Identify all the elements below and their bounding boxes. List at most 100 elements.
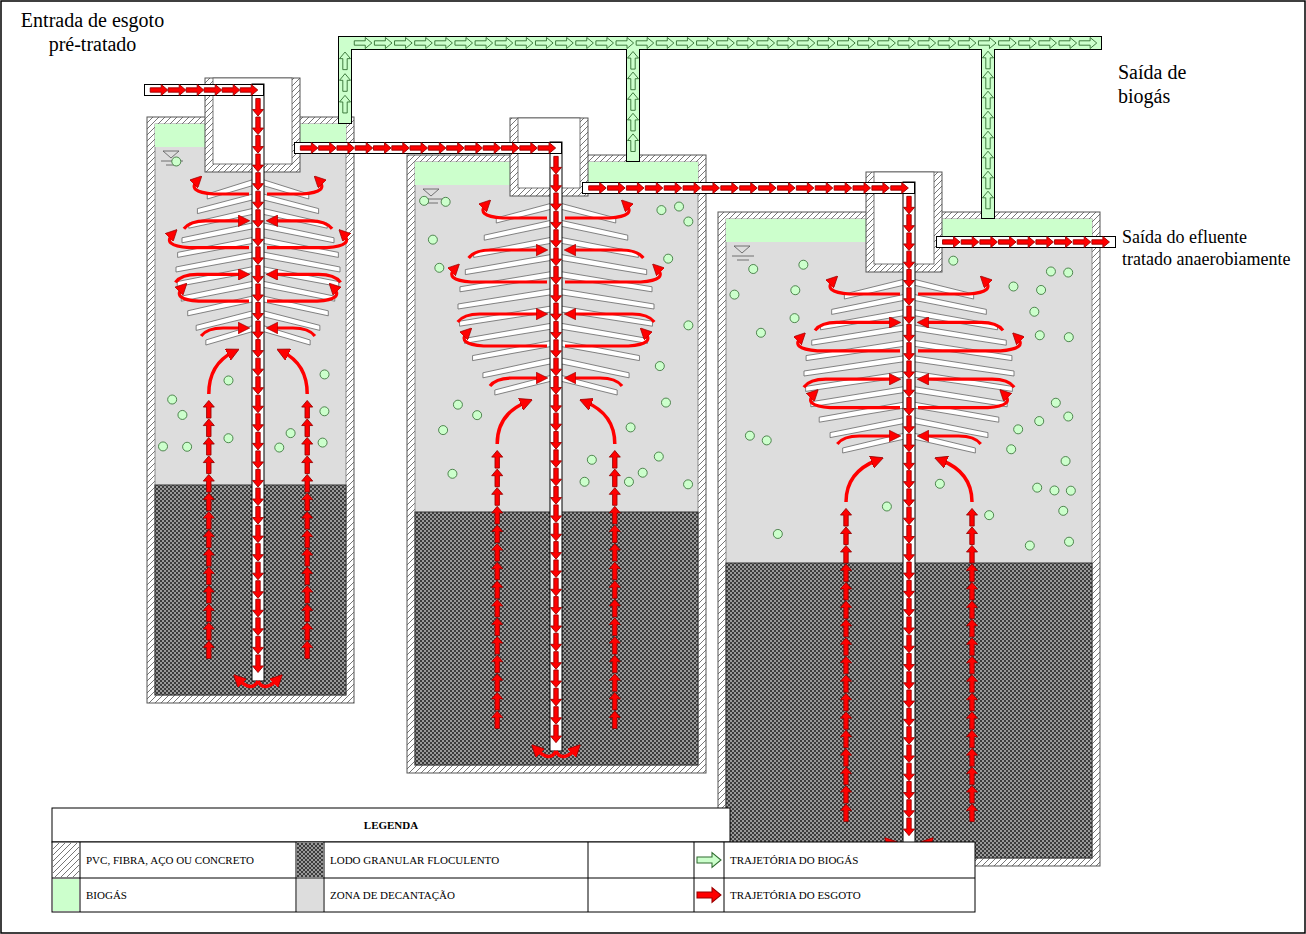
gas-bubble — [664, 254, 673, 263]
sewage-flow-arrow — [702, 183, 720, 194]
sewage-flow-arrow — [551, 633, 562, 651]
gas-bubble — [773, 529, 782, 538]
gas-bubble — [882, 502, 891, 511]
sewage-flow-arrow — [967, 527, 978, 545]
sewage-flow-arrow — [253, 210, 264, 228]
sewage-flow-curve — [565, 204, 629, 218]
reactor-wall — [407, 155, 706, 773]
gas-bubble — [684, 321, 693, 330]
biogas-flow-arrow — [1019, 38, 1037, 49]
sewage-flow-arrow — [302, 548, 313, 566]
reactor-wall — [147, 117, 354, 703]
legend-sample — [53, 843, 79, 877]
legend-arrow — [697, 853, 721, 868]
gas-bubble — [183, 442, 192, 451]
sewage-flow-curve — [804, 379, 895, 387]
gas-bubble — [626, 423, 635, 432]
sewage-flow-arrow — [609, 506, 620, 524]
sewage-flow-arrow — [683, 183, 701, 194]
sewage-flow-curve — [585, 402, 614, 444]
biogas-flow-arrow — [415, 38, 433, 49]
biogas-flow-arrow — [757, 38, 775, 49]
sewage-flow-arrow — [240, 85, 258, 96]
sewage-flow-arrow — [904, 361, 915, 379]
sewage-flow-arrow — [410, 143, 428, 154]
sewage-flow-arrow — [302, 474, 313, 492]
sewage-flow-arrow — [841, 712, 852, 730]
sewage-flow-arrow — [551, 156, 562, 174]
gas-bubble — [1025, 541, 1034, 550]
sewage-flow-curve — [169, 234, 249, 248]
biogas-flow-arrow — [628, 134, 639, 152]
sewage-flow-arrow — [841, 730, 852, 748]
gas-bubble — [762, 436, 771, 445]
gas-bubble — [1037, 285, 1046, 294]
sewage-flow-arrow — [551, 395, 562, 413]
sewage-flow-arrow — [373, 143, 391, 154]
gas-bubble — [935, 479, 944, 488]
legend-swatch — [297, 879, 323, 911]
legend-grid-line — [724, 842, 725, 912]
sewage-flow-arrow — [815, 183, 833, 194]
sewage-flow-curve — [798, 337, 900, 351]
sewage-flow-arrow — [904, 397, 915, 415]
sewage-flow-arrow — [841, 582, 852, 600]
legend-entry: ZONA DE DECANTAÇÃO — [297, 879, 587, 911]
sewage-flow-arrow — [203, 567, 214, 585]
sewage-flow-arrow — [551, 266, 562, 284]
gas-bubble — [420, 196, 429, 205]
legend-grid — [52, 842, 975, 912]
biogas-flow-arrow — [395, 38, 413, 49]
gas-bubble — [1007, 445, 1016, 454]
sewage-flow-curve — [458, 314, 542, 322]
sewage-flow-arrow — [392, 143, 410, 154]
sewage-flow-arrow — [203, 400, 214, 418]
sewage-flow-arrow — [551, 523, 562, 541]
sewage-flow-arrow — [150, 85, 168, 96]
sewage-flow-curve — [267, 234, 347, 248]
gas-bubble — [275, 443, 284, 452]
sewage-flow-arrow — [891, 183, 909, 194]
biogas-flow-arrow — [628, 52, 639, 70]
sewage-flow-arrow — [967, 730, 978, 748]
biogas-flow-arrow — [983, 111, 994, 129]
sewage-flow-arrow — [967, 601, 978, 619]
sewage-flow-arrow — [551, 230, 562, 248]
gas-bubble — [1059, 506, 1068, 515]
sewage-flow-arrow — [302, 456, 313, 474]
water-level-symbol — [734, 246, 750, 253]
gas-bubble — [624, 477, 633, 486]
sewage-flow-arrow — [492, 637, 503, 655]
settling-zone — [415, 162, 698, 765]
biogas-flow-arrow — [616, 38, 634, 49]
sewage-flow-arrow — [492, 674, 503, 692]
legend-arrow — [697, 888, 721, 903]
sewage-flow-arrow — [300, 143, 318, 154]
sewage-flow-curve — [941, 460, 973, 502]
sewage-flow-arrow — [721, 183, 739, 194]
sewage-flow-arrow — [302, 511, 313, 529]
sewage-flow-arrow — [253, 562, 264, 580]
sewage-flow-arrow — [609, 637, 620, 655]
gas-bubble — [435, 263, 444, 272]
sewage-flow-arrow — [551, 542, 562, 560]
sewage-flow-arrow — [904, 781, 915, 799]
gas-bubble — [580, 477, 589, 486]
gas-bubble — [1033, 483, 1042, 492]
biogas-flow-arrow — [1039, 38, 1057, 49]
water-level-symbol — [732, 256, 754, 260]
legend-text: LODO GRANULAR FLOCULENTO — [324, 843, 587, 877]
label-box: LEGENDA — [52, 808, 730, 842]
gas-bubble — [172, 157, 181, 166]
sewage-flow-arrow — [203, 419, 214, 437]
sewage-flow-arrow — [538, 143, 556, 154]
sewage-flow-arrow — [645, 183, 663, 194]
legend-swatch — [297, 843, 323, 877]
sewage-flow-arrow — [551, 707, 562, 725]
sewage-flow-arrow — [841, 601, 852, 619]
reactors-group — [147, 38, 1110, 867]
legend-grid-line — [694, 842, 695, 912]
sewage-flow-arrow — [904, 233, 915, 251]
legend-text: TRAJETÓRIA DO ESGOTO — [724, 879, 974, 911]
sewage-pipe-outline — [150, 84, 258, 96]
